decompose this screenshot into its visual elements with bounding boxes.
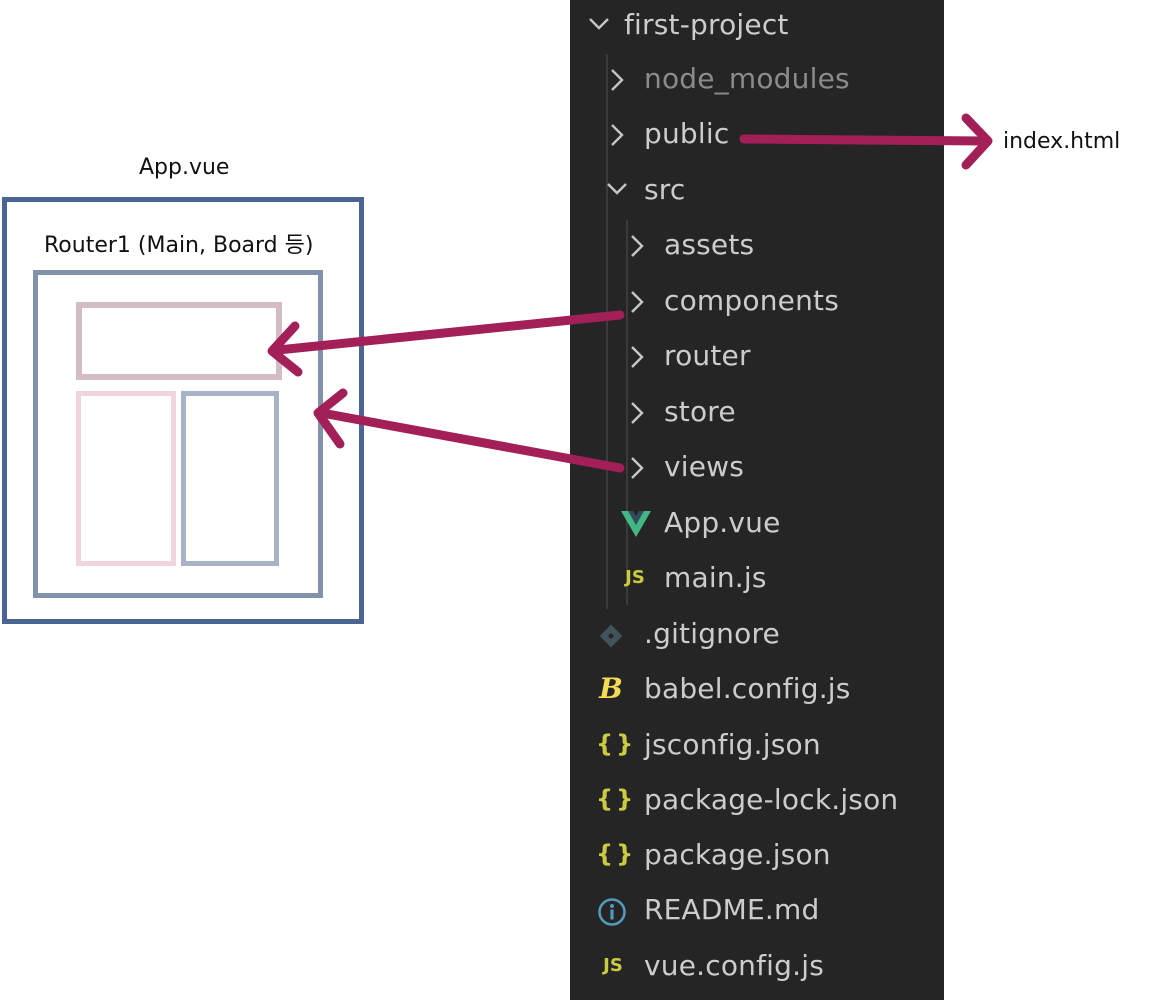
index-html-label: index.html xyxy=(1003,129,1121,154)
tree-item-label: package-lock.json xyxy=(644,783,899,816)
tree-item-jsconfig-json[interactable]: {} jsconfig.json xyxy=(570,720,944,774)
component-box-right xyxy=(181,391,279,566)
tree-item-label: App.vue xyxy=(664,506,781,539)
tree-item-label: README.md xyxy=(644,893,820,926)
chevron-right-icon xyxy=(631,402,644,424)
tree-item-label: router xyxy=(664,339,751,372)
tree-item-label: vue.config.js xyxy=(644,949,824,982)
app-vue-label: App.vue xyxy=(139,155,230,180)
tree-item-router[interactable]: router xyxy=(570,331,944,385)
tree-item-label: public xyxy=(644,117,730,150)
tree-item-label: first-project xyxy=(624,8,789,41)
arrowhead-icon xyxy=(961,113,993,170)
tree-item-views[interactable]: views xyxy=(570,442,944,496)
git-icon xyxy=(599,624,623,648)
component-box-top xyxy=(76,302,282,380)
chevron-right-icon xyxy=(631,457,644,479)
tree-item-components[interactable]: components xyxy=(570,276,944,330)
tree-indent-guide xyxy=(626,220,628,605)
tree-item-label: jsconfig.json xyxy=(644,728,821,761)
chevron-right-icon xyxy=(631,291,644,313)
tree-item-readme-md[interactable]: README.md xyxy=(570,885,944,939)
info-icon xyxy=(598,898,626,926)
tree-item-label: src xyxy=(644,173,686,206)
tree-item-package-json[interactable]: {} package.json xyxy=(570,830,944,884)
json-icon: {} xyxy=(596,730,637,758)
chevron-down-icon xyxy=(589,18,609,30)
chevron-right-icon xyxy=(611,124,624,146)
tree-item-babel-config-js[interactable]: B babel.config.js xyxy=(570,664,944,718)
tree-item-node-modules[interactable]: node_modules xyxy=(570,54,944,108)
json-icon: {} xyxy=(596,785,637,813)
chevron-right-icon xyxy=(611,69,624,91)
js-icon: JS xyxy=(625,567,645,588)
tree-item-first-project[interactable]: first-project xyxy=(570,0,944,54)
js-icon: JS xyxy=(603,955,623,976)
babel-icon: B xyxy=(599,672,623,705)
tree-item-label: node_modules xyxy=(644,62,850,95)
tree-item-store[interactable]: store xyxy=(570,387,944,441)
tree-item-label: store xyxy=(664,395,736,428)
tree-item-src[interactable]: src xyxy=(570,165,944,219)
tree-item-label: package.json xyxy=(644,838,831,871)
tree-item-app-vue[interactable]: App.vue xyxy=(570,498,944,552)
tree-item-public[interactable]: public xyxy=(570,109,944,163)
chevron-right-icon xyxy=(631,235,644,257)
vue-icon xyxy=(621,511,651,537)
component-box-left xyxy=(76,391,176,566)
file-explorer-panel: first-project node_modules public src as… xyxy=(570,0,944,1000)
tree-item-label: assets xyxy=(664,228,755,261)
tree-item-label: components xyxy=(664,284,839,317)
chevron-down-icon xyxy=(607,183,627,195)
tree-item-label: main.js xyxy=(664,561,767,594)
json-icon: {} xyxy=(596,840,637,868)
tree-item-vue-config-js[interactable]: JS vue.config.js xyxy=(570,941,944,995)
tree-item-assets[interactable]: assets xyxy=(570,220,944,274)
tree-item-main-js[interactable]: JS main.js xyxy=(570,553,944,607)
tree-item-label: views xyxy=(664,450,745,483)
tree-item-label: .gitignore xyxy=(644,617,780,650)
chevron-right-icon xyxy=(631,346,644,368)
router-label: Router1 (Main, Board 등) xyxy=(44,233,314,258)
tree-item-label: babel.config.js xyxy=(644,672,851,705)
tree-item-package-lock-json[interactable]: {} package-lock.json xyxy=(570,775,944,829)
tree-item-gitignore[interactable]: .gitignore xyxy=(570,609,944,663)
